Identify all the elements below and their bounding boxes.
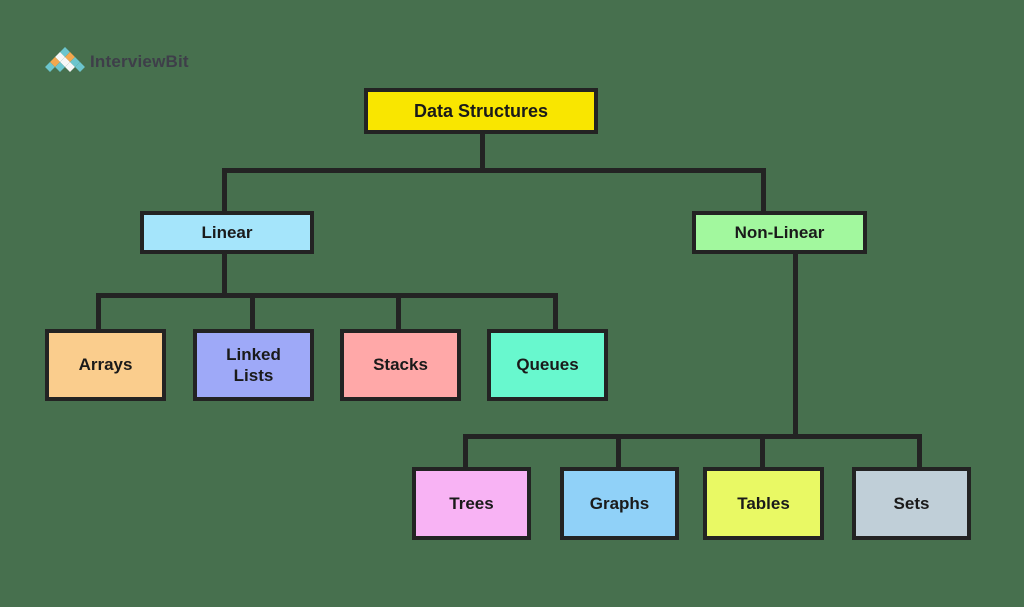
connector-trees-drop: [463, 434, 468, 471]
connector-stacks-drop: [396, 293, 401, 333]
logo-diamond: [75, 62, 85, 72]
node-label: Tables: [737, 493, 790, 513]
node-trees: Trees: [412, 467, 531, 540]
node-non-linear: Non-Linear: [692, 211, 867, 254]
node-label: Non-Linear: [734, 222, 825, 242]
connector-root-down: [480, 132, 485, 173]
logo-text: InterviewBit: [90, 52, 189, 71]
connector-arrays-drop: [96, 293, 101, 333]
connector-nonlinear-down: [793, 252, 798, 438]
connector-nonlinear-drop: [761, 168, 766, 214]
node-tables: Tables: [703, 467, 824, 540]
node-label: Linked Lists: [226, 344, 281, 385]
node-label: Data Structures: [413, 100, 549, 121]
node-label: Graphs: [589, 493, 650, 513]
node-label: Arrays: [78, 355, 133, 375]
connector-tables-drop: [760, 434, 765, 471]
connector-graphs-drop: [616, 434, 621, 471]
node-label: Queues: [516, 355, 579, 375]
connector-linear-down: [222, 252, 227, 298]
connector-queues-drop: [553, 293, 558, 333]
node-queues: Queues: [487, 329, 608, 401]
node-linear: Linear: [140, 211, 314, 254]
node-label: Trees: [449, 493, 494, 513]
connector-linear-drop: [222, 168, 227, 214]
connector-sets-drop: [917, 434, 922, 471]
node-label: Stacks: [373, 355, 428, 375]
interviewbit-logo-icon: [42, 45, 88, 79]
node-stacks: Stacks: [340, 329, 461, 401]
connector-level1-bar: [222, 168, 766, 173]
node-data-structures: Data Structures: [364, 88, 598, 134]
connector-nonlinear-bar: [463, 434, 922, 439]
connector-linear-bar: [96, 293, 558, 298]
node-arrays: Arrays: [45, 329, 166, 401]
node-graphs: Graphs: [560, 467, 679, 540]
logo: InterviewBit: [42, 40, 189, 84]
node-linked-lists: Linked Lists: [193, 329, 314, 401]
node-label: Linear: [201, 222, 253, 242]
node-sets: Sets: [852, 467, 971, 540]
connector-linkedlists-drop: [250, 293, 255, 333]
node-label: Sets: [893, 493, 930, 513]
